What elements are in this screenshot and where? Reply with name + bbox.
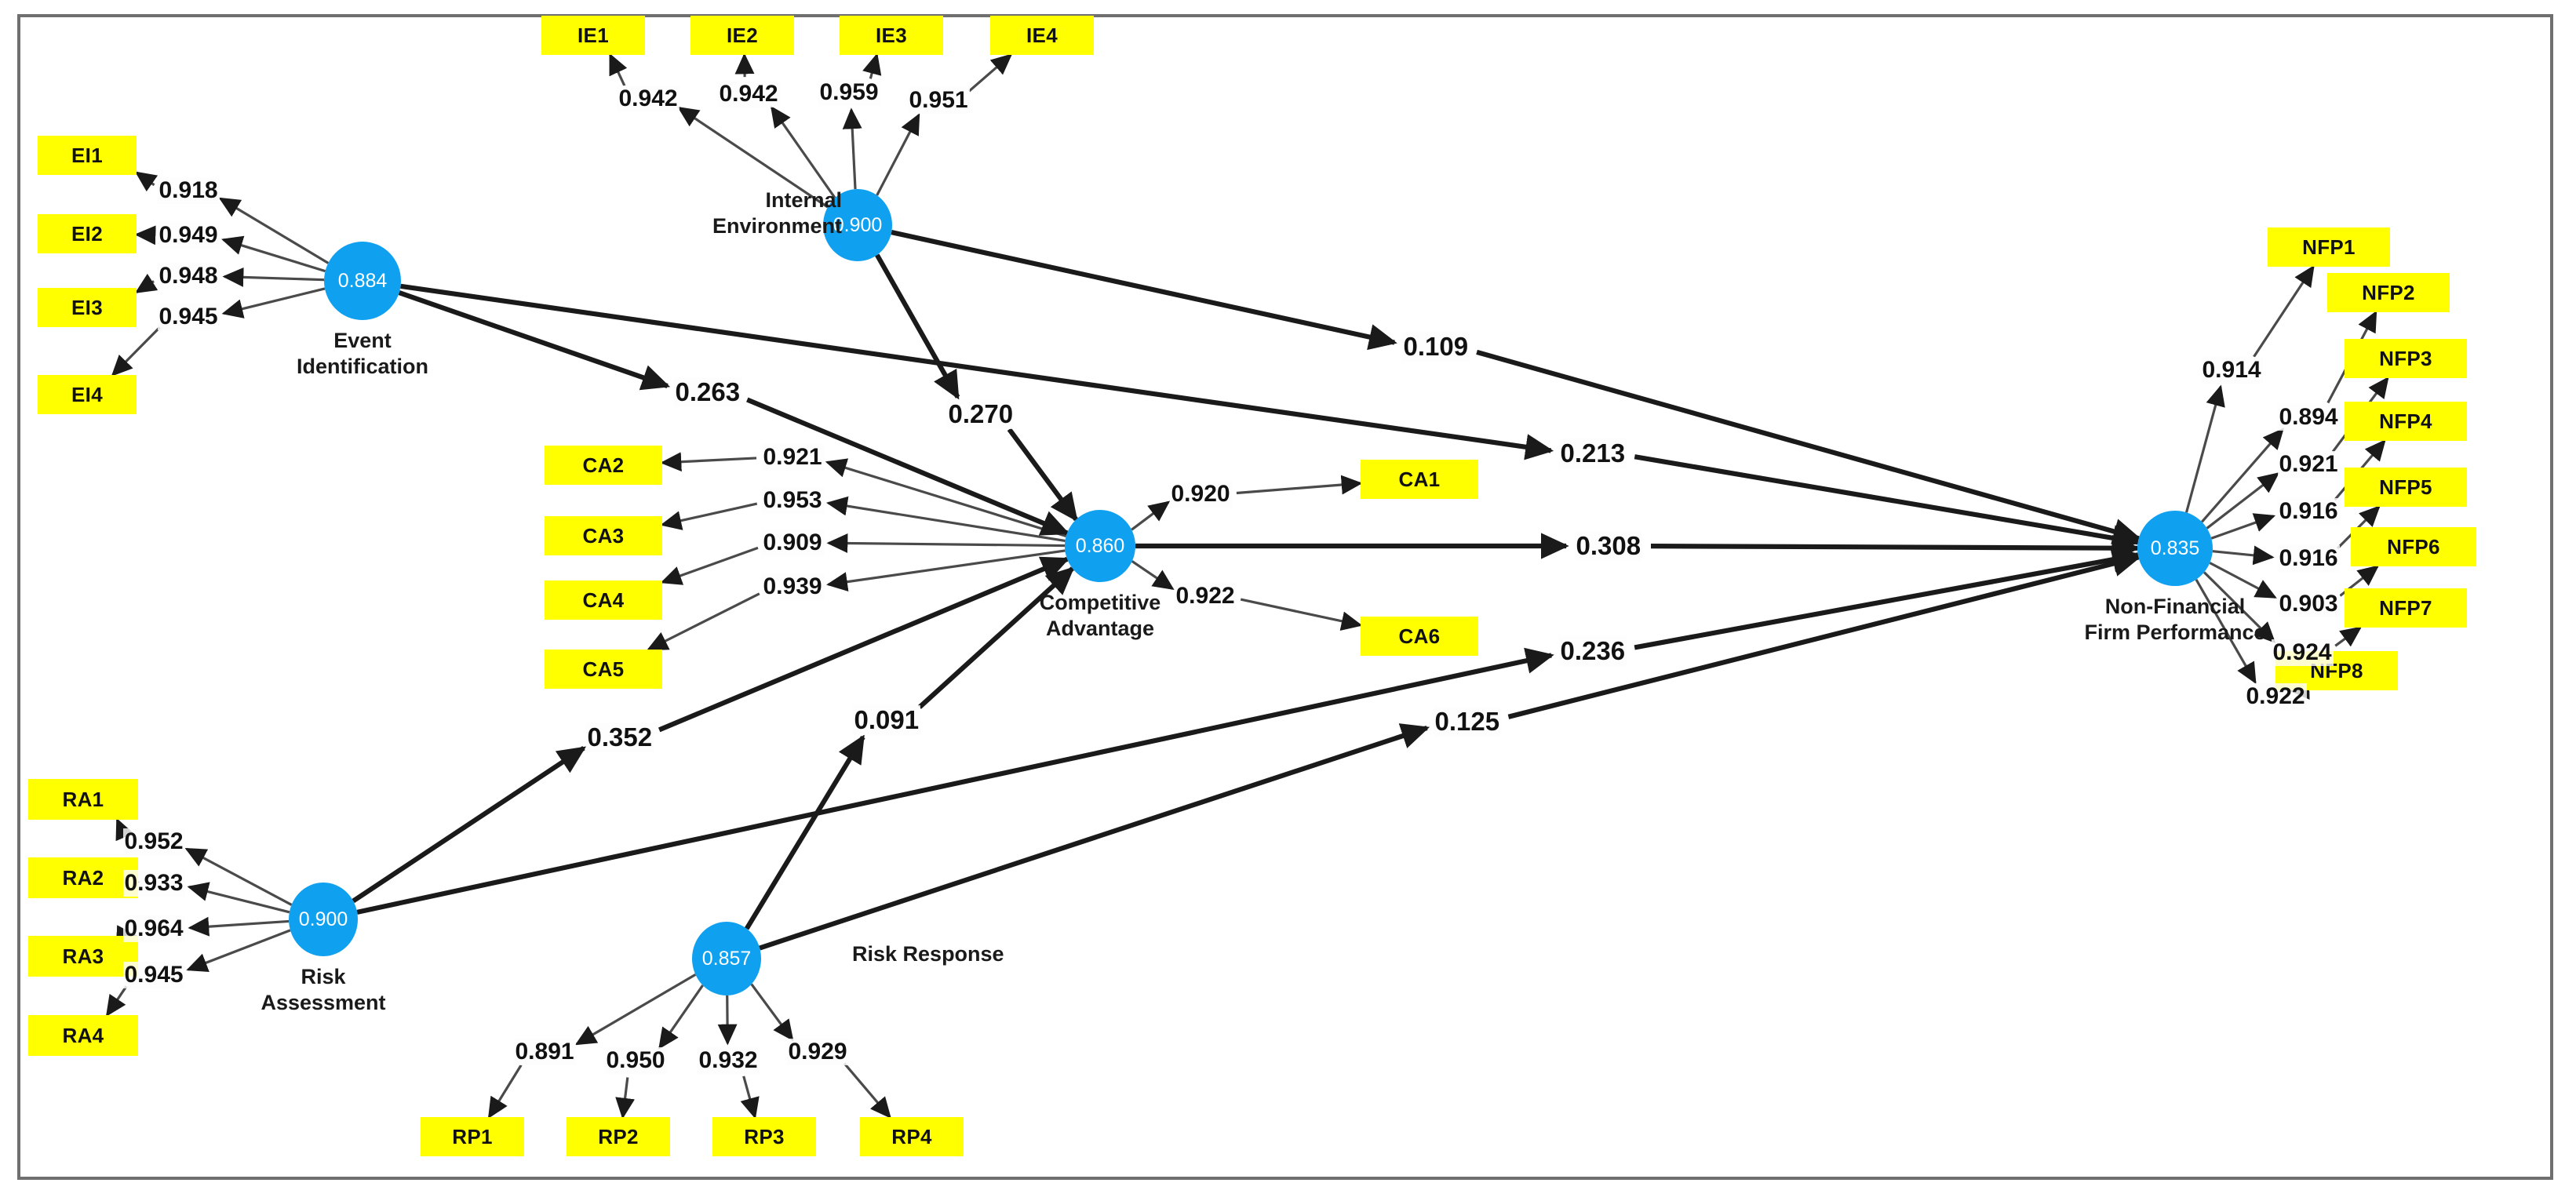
- outer-loading-rp-rp3: 0.932: [697, 1047, 760, 1074]
- outer-loading-ei-ei3: 0.948: [157, 263, 220, 289]
- outer-loading-ca-ca3: 0.953: [761, 487, 824, 514]
- indicator-box-ie4: IE4: [990, 16, 1094, 55]
- outer-loading-ra-ra4: 0.945: [122, 962, 185, 988]
- indicator-box-nfp1: NFP1: [2268, 227, 2390, 267]
- indicator-box-nfp2: NFP2: [2327, 273, 2450, 312]
- indicator-box-nfp7: NFP7: [2345, 588, 2467, 628]
- outer-loading-rp-rp4: 0.929: [786, 1039, 849, 1065]
- indicator-box-rp4: RP4: [860, 1117, 964, 1156]
- latent-circle-ra: 0.900: [289, 883, 358, 956]
- outer-loading-ra-ra2: 0.933: [122, 870, 185, 897]
- outer-loading-ca-ca2: 0.921: [761, 444, 824, 471]
- indicator-box-ra2: RA2: [28, 857, 138, 898]
- indicator-box-nfp4: NFP4: [2345, 402, 2467, 441]
- outer-loading-ie-ie4: 0.951: [907, 87, 970, 114]
- indicator-box-ca2: CA2: [545, 446, 662, 485]
- latent-label-nfp: Non-Financial Firm Performance: [2084, 595, 2266, 644]
- indicator-box-rp3: RP3: [712, 1117, 816, 1156]
- latent-label-rp: Risk Response: [852, 942, 1004, 966]
- latent-circle-ei: 0.884: [324, 242, 401, 320]
- indicator-box-rp1: RP1: [421, 1117, 524, 1156]
- indicator-box-ei2: EI2: [38, 214, 137, 253]
- indicator-box-ei1: EI1: [38, 136, 137, 175]
- indicator-box-nfp5: NFP5: [2345, 468, 2467, 507]
- outer-loading-nfp-nfp6: 0.903: [2277, 591, 2340, 617]
- outer-loading-nfp-nfp7: 0.924: [2271, 639, 2334, 666]
- indicator-box-ra3: RA3: [28, 936, 138, 977]
- outer-loading-ra-ra1: 0.952: [122, 828, 185, 855]
- indicator-box-ie1: IE1: [541, 16, 645, 55]
- latent-label-ca: Competitive Advantage: [1039, 591, 1161, 640]
- path-coefficient-ie-ca: 0.270: [946, 399, 1015, 429]
- outer-loading-ei-ei4: 0.945: [157, 304, 220, 330]
- indicator-box-ei3: EI3: [38, 288, 137, 327]
- indicator-box-ei4: EI4: [38, 375, 137, 414]
- outer-loading-nfp-nfp2: 0.894: [2277, 404, 2340, 431]
- indicator-box-ca4: CA4: [545, 580, 662, 620]
- outer-loading-nfp-nfp4: 0.916: [2277, 498, 2340, 525]
- outer-loading-nfp-nfp1: 0.914: [2200, 357, 2263, 384]
- outer-loading-ca-ca6: 0.922: [1174, 583, 1237, 610]
- path-coefficient-ra-ca: 0.352: [585, 722, 654, 752]
- latent-circle-ie: 0.900: [823, 189, 892, 261]
- indicator-box-nfp6: NFP6: [2351, 527, 2476, 566]
- outer-loading-rp-rp2: 0.950: [604, 1047, 667, 1074]
- path-coefficient-ie-nfp: 0.109: [1401, 332, 1470, 362]
- path-coefficient-rp-nfp: 0.125: [1433, 707, 1502, 737]
- outer-loading-ca-ca1: 0.920: [1169, 481, 1232, 508]
- outer-loading-nfp-nfp3: 0.921: [2277, 451, 2340, 478]
- latent-label-ie: Internal Environment: [712, 188, 842, 238]
- indicator-box-nfp3: NFP3: [2345, 339, 2467, 378]
- path-coefficient-ei-ca: 0.263: [673, 377, 742, 407]
- latent-label-ei: Event Identification: [297, 329, 428, 378]
- outer-loading-ie-ie3: 0.959: [818, 79, 880, 106]
- latent-circle-nfp: 0.835: [2137, 511, 2213, 586]
- outer-loading-nfp-nfp5: 0.916: [2277, 545, 2340, 572]
- indicator-box-rp2: RP2: [567, 1117, 670, 1156]
- outer-loading-ei-ei2: 0.949: [157, 222, 220, 249]
- outer-loading-ie-ie1: 0.942: [617, 86, 680, 112]
- indicator-box-ie2: IE2: [690, 16, 794, 55]
- indicator-box-ca5: CA5: [545, 650, 662, 689]
- path-coefficient-rp-ca: 0.091: [852, 705, 921, 735]
- indicator-box-ca6: CA6: [1361, 617, 1478, 656]
- outer-loading-ei-ei1: 0.918: [157, 177, 220, 204]
- path-coefficient-ei-nfp: 0.213: [1558, 439, 1627, 468]
- latent-circle-ca: 0.860: [1065, 510, 1135, 582]
- indicator-box-ie3: IE3: [840, 16, 943, 55]
- path-coefficient-ca-nfp: 0.308: [1574, 531, 1643, 561]
- outer-loading-nfp-nfp8: 0.922: [2244, 683, 2307, 710]
- indicator-box-ca3: CA3: [545, 516, 662, 555]
- latent-circle-rp: 0.857: [692, 922, 761, 995]
- outer-loading-ra-ra3: 0.964: [122, 915, 185, 942]
- indicator-box-ra4: RA4: [28, 1015, 138, 1056]
- indicator-box-ca1: CA1: [1361, 460, 1478, 499]
- outer-loading-ie-ie2: 0.942: [717, 81, 780, 107]
- indicator-box-ra1: RA1: [28, 779, 138, 820]
- outer-loading-rp-rp1: 0.891: [513, 1039, 576, 1065]
- path-coefficient-ra-nfp: 0.236: [1558, 636, 1627, 666]
- latent-label-ra: Risk Assessment: [261, 965, 386, 1014]
- outer-loading-ca-ca4: 0.909: [761, 530, 824, 556]
- outer-loading-ca-ca5: 0.939: [761, 573, 824, 600]
